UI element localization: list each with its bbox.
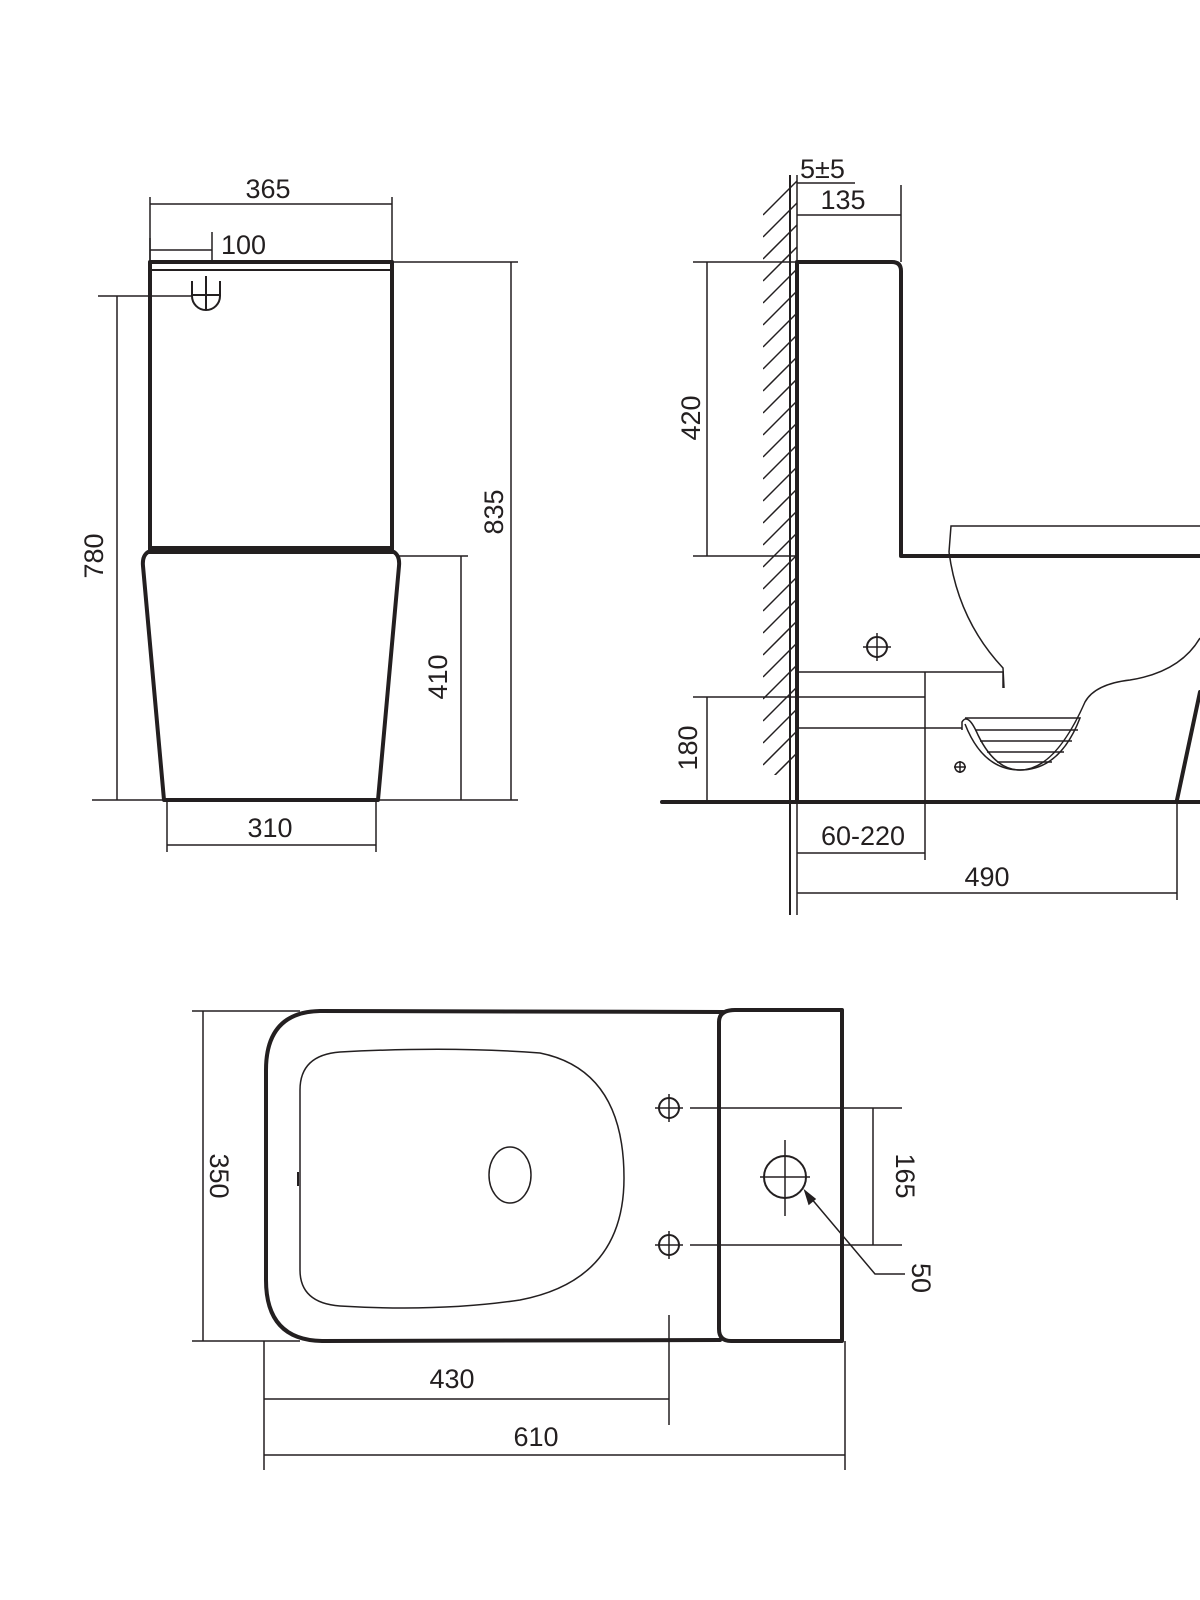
- side-outlet-height-label: 180: [673, 725, 703, 770]
- flush-button-icon: [191, 276, 221, 311]
- side-total-depth-label: 490: [964, 862, 1009, 892]
- top-tank-outline: [717, 1008, 844, 1343]
- front-button-offset-label: 100: [221, 230, 266, 260]
- wall-hatching: [763, 180, 797, 775]
- top-inlet-hole-icon: [760, 1140, 810, 1216]
- side-body-outline: [795, 260, 1200, 802]
- front-tank-outline: [148, 260, 394, 552]
- side-seat-outline: [948, 525, 1200, 553]
- top-bolt-spacing-label: 165: [890, 1153, 920, 1198]
- top-view: 350 165 50 430 610: [192, 1008, 936, 1470]
- front-bowl-height-label: 410: [423, 654, 453, 699]
- front-base-width-label: 310: [247, 813, 292, 843]
- side-outlet-offset-label: 60-220: [821, 821, 905, 851]
- front-total-height-label: 835: [479, 489, 509, 534]
- top-bolt-distance-label: 430: [429, 1364, 474, 1394]
- front-view: 365 100 835 780 410 310: [79, 174, 518, 852]
- side-bolt-marker-icon: [863, 633, 891, 661]
- side-wall-gap-label: 5±5: [800, 154, 845, 184]
- top-total-length-label: 610: [513, 1422, 558, 1452]
- front-inlet-height-label: 780: [79, 533, 109, 578]
- side-tank-height-label: 420: [676, 395, 706, 440]
- top-width-label: 350: [204, 1153, 234, 1198]
- front-width-label: 365: [245, 174, 290, 204]
- top-drain-outline: [488, 1146, 532, 1204]
- side-bowl-inner: [948, 551, 1005, 689]
- top-bolt-marker-upper-icon: [655, 1094, 683, 1122]
- side-view: 5±5 135 420 180 60-220 490: [660, 154, 1200, 915]
- front-bowl-outline: [140, 550, 402, 802]
- top-seat-outline: [299, 1048, 625, 1309]
- side-tank-depth-label: 135: [820, 185, 865, 215]
- top-bolt-marker-lower-icon: [655, 1231, 683, 1259]
- side-small-marker-icon: [954, 761, 966, 773]
- top-hole-leader: [804, 1190, 905, 1275]
- top-bowl-outline: [264, 1009, 725, 1343]
- top-hole-diameter-label: 50: [906, 1263, 936, 1293]
